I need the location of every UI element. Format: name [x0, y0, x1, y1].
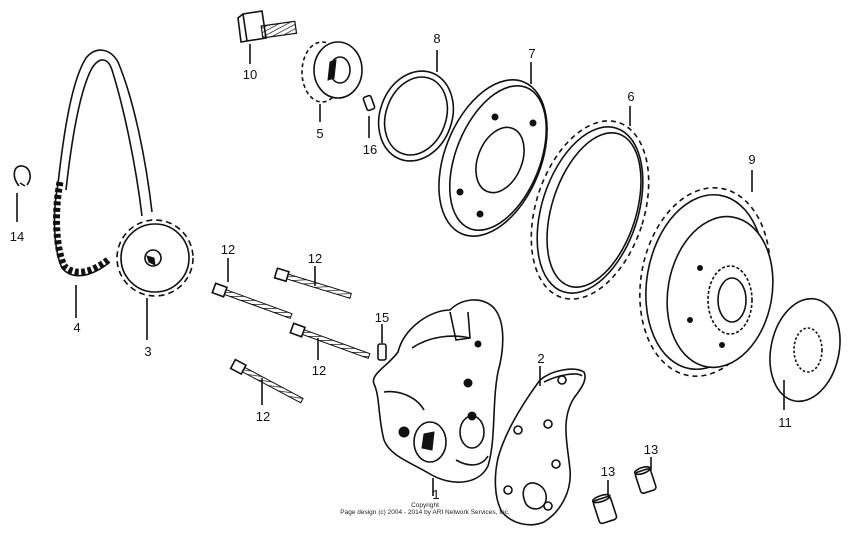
callout-11: 11 [778, 415, 792, 430]
callout-12-d: 12 [256, 409, 270, 424]
part-1-oil-pump[interactable] [372, 299, 504, 496]
callout-1: 1 [432, 487, 439, 502]
part-7-plate[interactable] [418, 62, 568, 252]
callout-15: 15 [375, 310, 389, 325]
part-11-washer[interactable] [761, 292, 849, 410]
callout-12-a: 12 [221, 242, 235, 257]
part-16-pin[interactable] [362, 94, 376, 138]
part-3-sprocket[interactable] [116, 219, 194, 340]
part-14-clip[interactable] [13, 165, 31, 222]
part-2-cover[interactable] [494, 366, 586, 526]
part-4-chain[interactable] [53, 49, 153, 318]
part-8-ring[interactable] [366, 50, 465, 172]
callout-10: 10 [243, 67, 257, 82]
part-15-dowel[interactable] [377, 324, 387, 361]
copyright-line-2: Page design (c) 2004 - 2014 by ARI Netwo… [340, 509, 510, 516]
callout-16: 16 [363, 142, 377, 157]
callout-6: 6 [627, 89, 634, 104]
part-10-bolt[interactable] [237, 10, 298, 64]
copyright-notice: Copyright Page design (c) 2004 - 2014 by… [300, 502, 550, 516]
part-5-sprocket[interactable] [301, 41, 363, 122]
part-6-gear[interactable] [510, 106, 670, 314]
callout-12-b: 12 [308, 251, 322, 266]
part-9-gear[interactable] [625, 170, 784, 387]
callout-13-a: 13 [601, 464, 615, 479]
callout-3: 3 [144, 344, 151, 359]
part-12-bolts[interactable] [211, 258, 371, 405]
callout-9: 9 [748, 152, 755, 167]
callout-13-b: 13 [644, 442, 658, 457]
callout-12-c: 12 [312, 363, 326, 378]
copyright-line-1: Copyright [411, 502, 439, 509]
callout-8: 8 [433, 31, 440, 46]
callout-14: 14 [10, 229, 24, 244]
callout-2: 2 [537, 351, 544, 366]
part-13-dowels[interactable] [591, 457, 657, 525]
callout-5: 5 [316, 126, 323, 141]
callout-4: 4 [73, 320, 80, 335]
callout-7: 7 [528, 46, 535, 61]
